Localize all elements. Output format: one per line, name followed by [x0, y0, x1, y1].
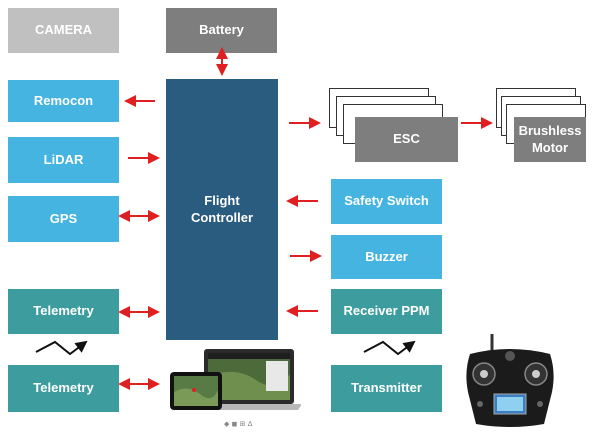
rc-transmitter-icon: [466, 334, 554, 427]
telemetry-ground-label: Telemetry: [33, 380, 94, 396]
receiver-ppm-label: Receiver PPM: [343, 303, 430, 319]
transmitter-block: Transmitter: [331, 365, 442, 412]
lidar-label: LiDAR: [43, 151, 84, 167]
buzzer-block: Buzzer: [331, 235, 442, 279]
buzzer-label: Buzzer: [365, 248, 408, 264]
svg-text:◆ ◼ ⊞ ∆: ◆ ◼ ⊞ ∆: [224, 420, 253, 428]
gps-label: GPS: [49, 210, 78, 226]
battery-label: Battery: [199, 22, 244, 38]
remocon-block: Remocon: [8, 80, 119, 122]
safety-switch-label: Safety Switch: [344, 193, 429, 209]
battery-block: Battery: [166, 8, 277, 53]
flight-controller-block: Flight Controller: [166, 79, 278, 340]
remocon-label: Remocon: [33, 92, 94, 108]
flight-controller-label-line1: Flight: [204, 193, 240, 209]
wireless-link-icon: [363, 340, 416, 356]
telemetry-ground-block: Telemetry: [8, 365, 119, 412]
camera-block: CAMERA: [8, 8, 119, 53]
laptop-tablet-ground-station-icon: ◆ ◼ ⊞ ∆: [170, 349, 301, 428]
flight-controller-label-line2: Controller: [190, 209, 254, 225]
safety-switch-block: Safety Switch: [331, 179, 442, 224]
wireless-link-icon: [35, 340, 88, 356]
telemetry-air-label: Telemetry: [33, 303, 94, 319]
esc-block: ESC: [355, 117, 458, 162]
motor-label-line1: Brushless: [518, 123, 582, 139]
lidar-block: LiDAR: [8, 137, 119, 183]
esc-label: ESC: [393, 131, 420, 147]
brushless-motor-block: Brushless Motor: [514, 117, 586, 162]
transmitter-label: Transmitter: [351, 380, 422, 396]
receiver-ppm-block: Receiver PPM: [331, 289, 442, 334]
camera-label: CAMERA: [34, 22, 93, 38]
telemetry-air-block: Telemetry: [8, 289, 119, 334]
motor-label-line2: Motor: [531, 139, 569, 155]
gps-block: GPS: [8, 196, 119, 242]
